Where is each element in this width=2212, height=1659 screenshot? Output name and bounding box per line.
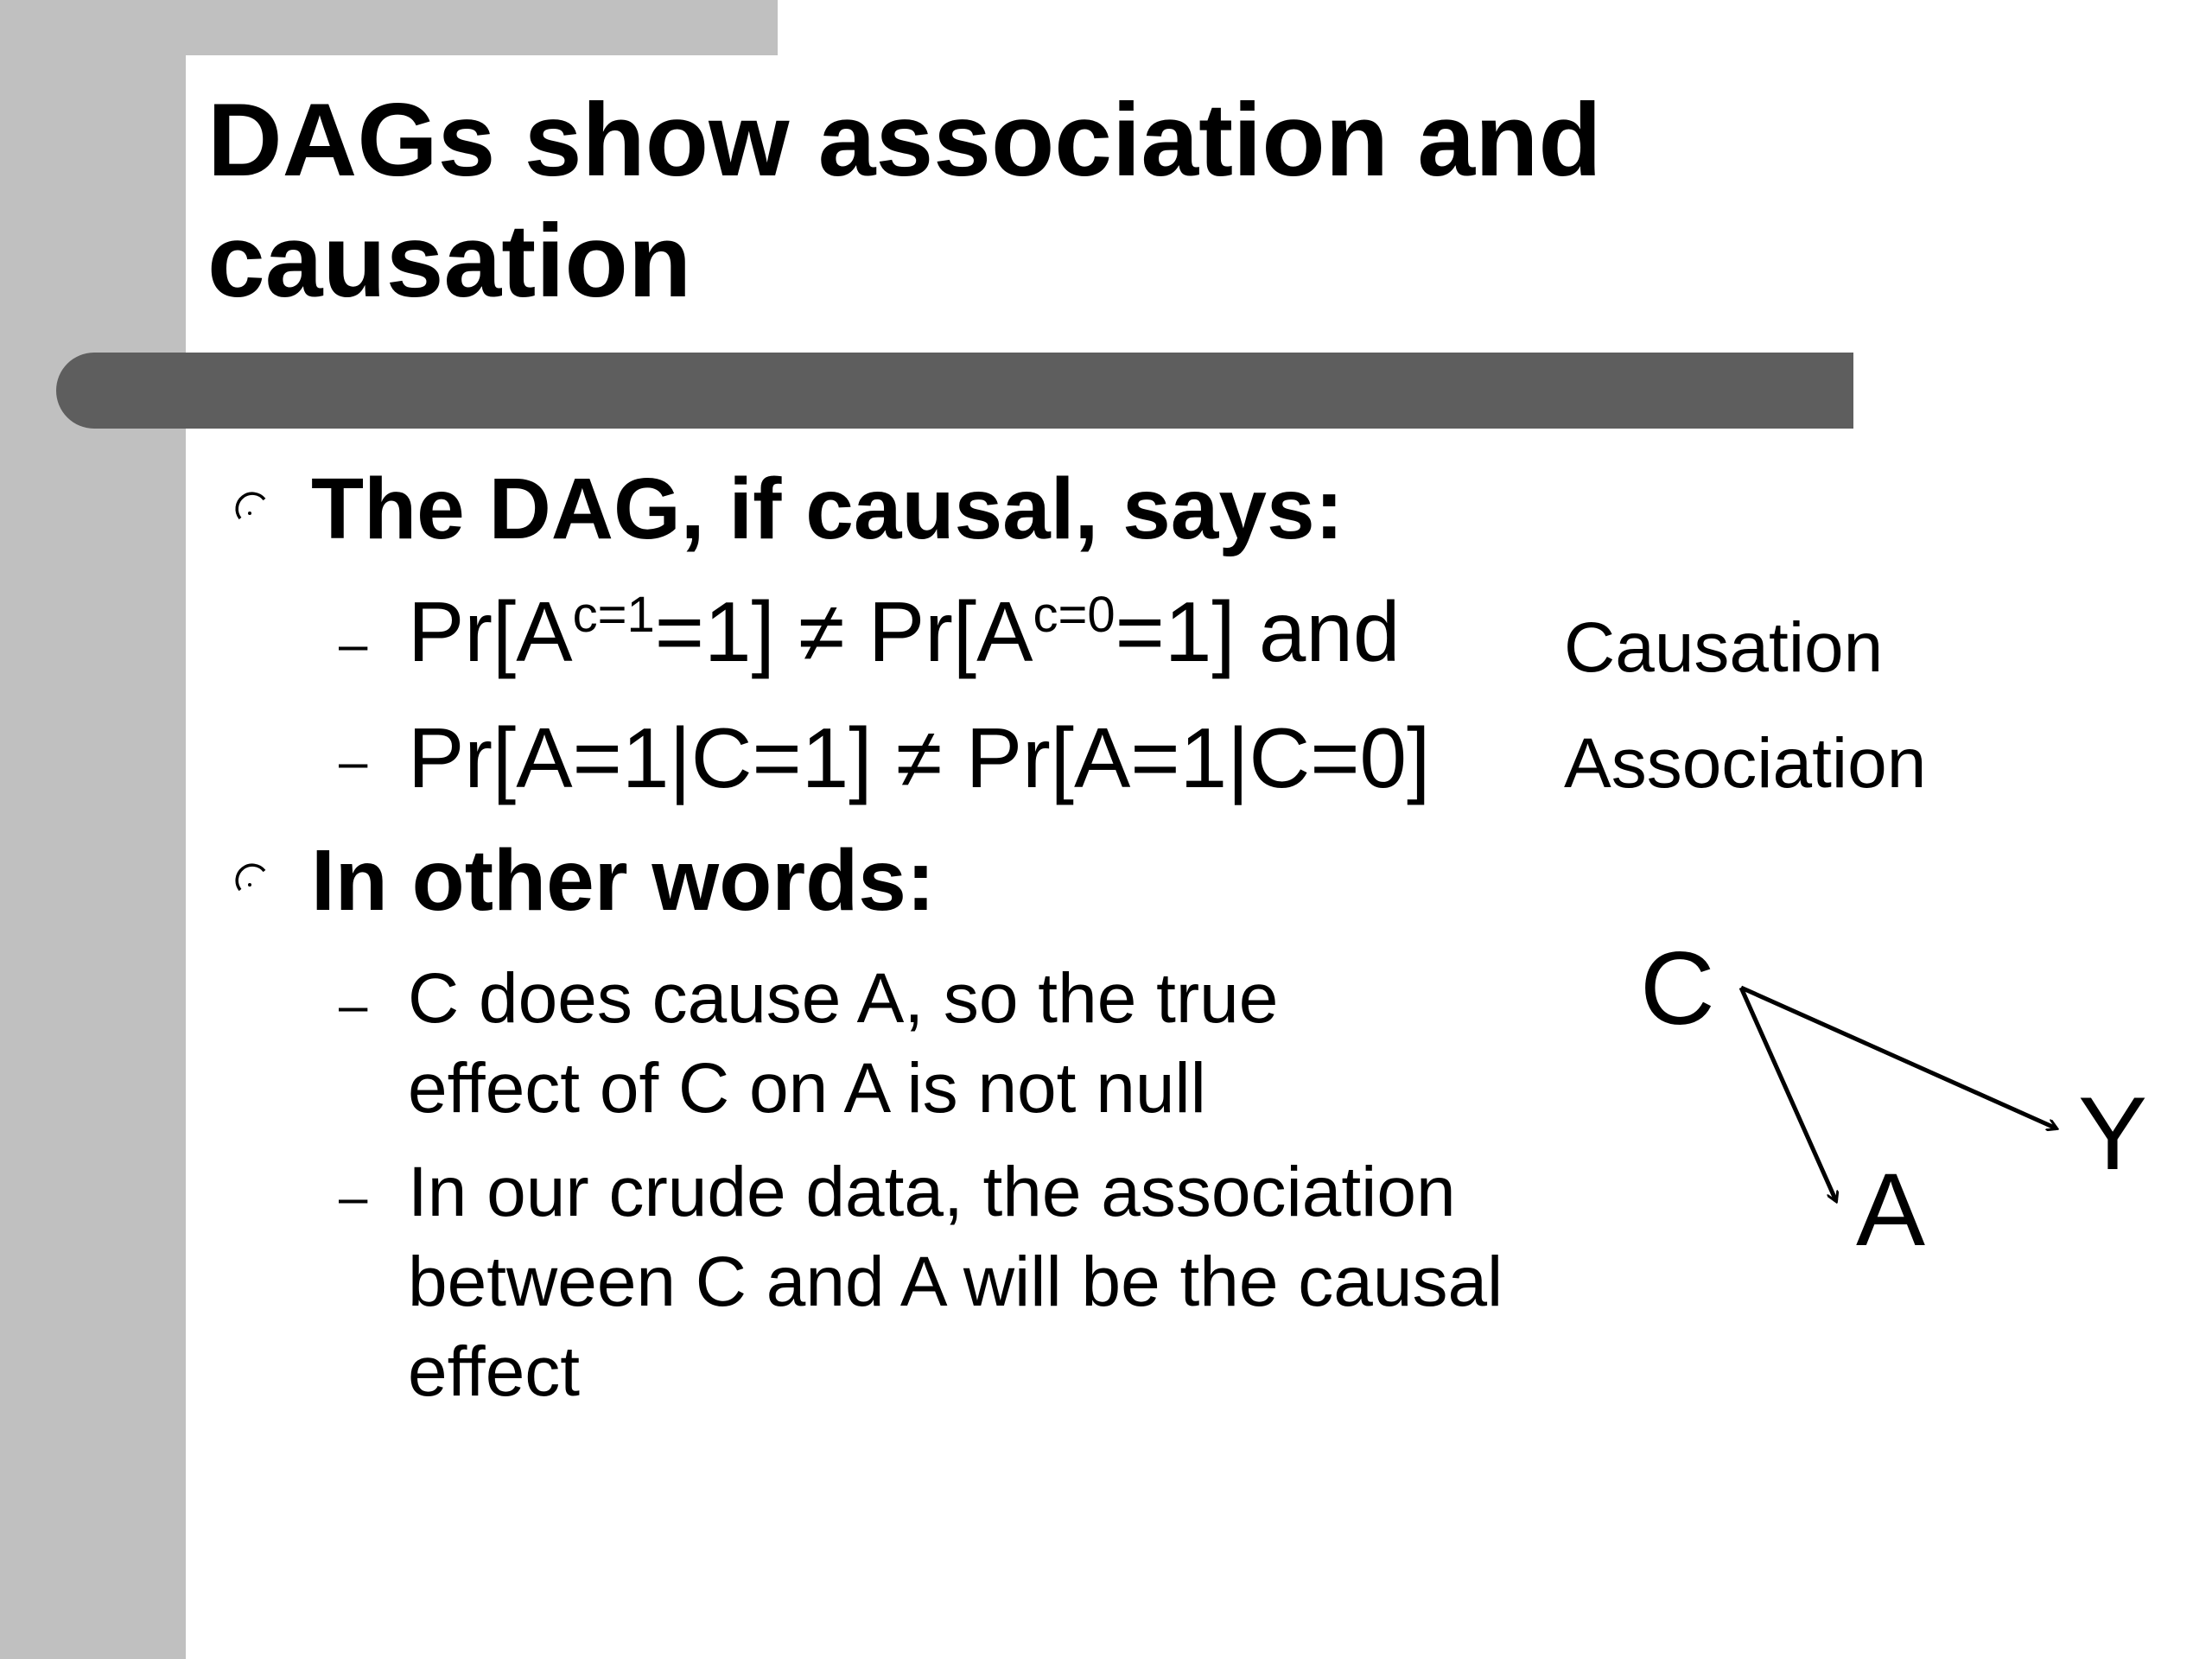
dash-marker: – [339, 976, 368, 1034]
bullet-other-words: In other words: [311, 832, 936, 929]
edge-c-to-y [1739, 985, 2056, 1128]
dash-marker: – [339, 615, 368, 673]
association-formula: Pr[A=1|C=1] ≠ Pr[A=1|C=0] [408, 710, 1431, 805]
dash-marker: – [339, 733, 368, 791]
dag-node-y: Y [2078, 1076, 2148, 1192]
causation-formula: Pr[Ac=1=1] ≠ Pr[Ac=0=1] and [408, 584, 1400, 679]
edge-c-to-a [1738, 986, 1836, 1201]
causation-label: Causation [1564, 608, 1884, 687]
association-label: Association [1564, 724, 1927, 803]
left-gray-panel [0, 0, 186, 1659]
formula-part: =1] and [1115, 584, 1401, 679]
bullet-causal-says: The DAG, if causal, says: [311, 461, 1344, 557]
sub-item-true-effect: C does cause A, so the true effect of C … [408, 959, 1279, 1128]
slide-title: DAGs show association and causation [207, 82, 1602, 319]
formula-part: =1] ≠ Pr[A [654, 584, 1033, 679]
dag-node-a: A [1856, 1152, 1926, 1268]
title-area [186, 55, 1853, 353]
formula-superscript: c=1 [572, 587, 655, 643]
partial-circle-bullet-icon [235, 492, 266, 520]
dag-node-c: C [1640, 931, 1715, 1046]
dash-marker: – [339, 1168, 368, 1226]
formula-part: Pr[A [408, 584, 573, 679]
partial-circle-bullet-icon [235, 863, 266, 892]
top-gray-strip [0, 0, 778, 55]
formula-superscript: c=0 [1033, 587, 1116, 643]
sub-item-crude-data: In our crude data, the association betwe… [408, 1153, 1503, 1411]
title-divider-bar [56, 353, 1853, 429]
